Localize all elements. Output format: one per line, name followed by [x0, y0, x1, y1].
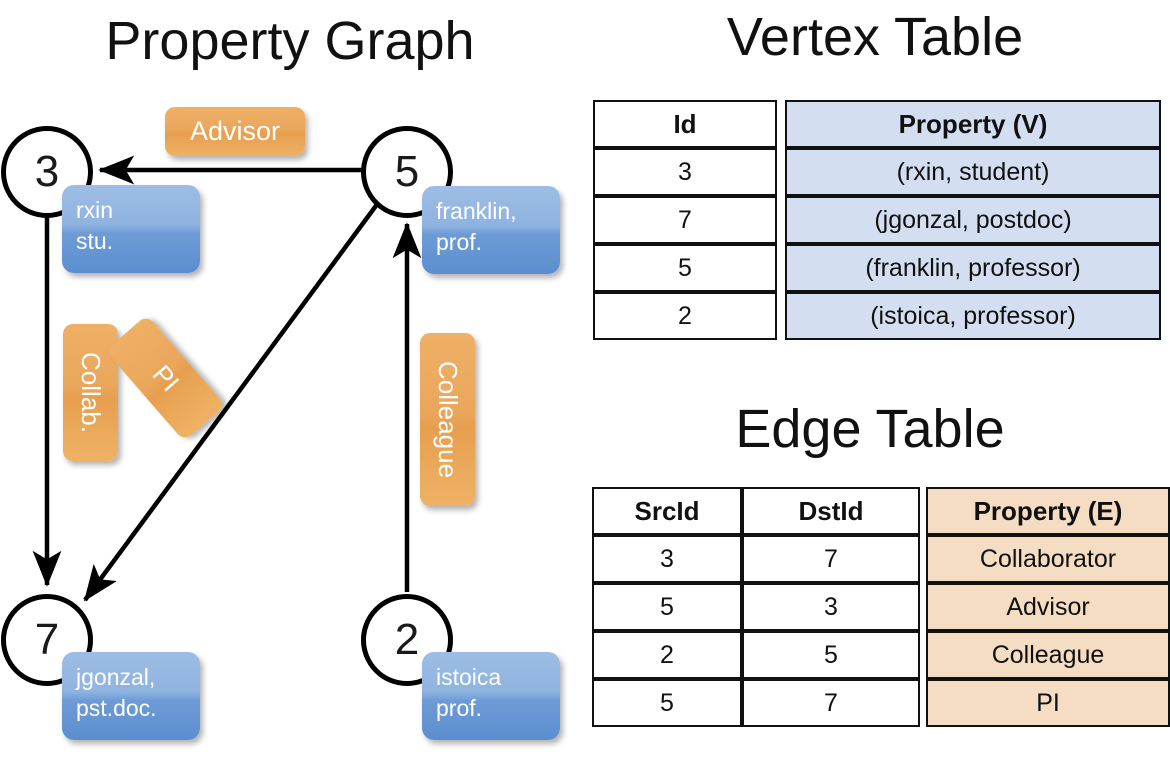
column-gap [920, 487, 926, 535]
table-row[interactable]: 3 7 Collaborator [592, 535, 1170, 583]
vertex-cell-property: (istoica, professor) [785, 292, 1161, 340]
vertex-property-box-istoica[interactable]: istoica prof. [422, 652, 560, 740]
edge-property-label: PI [146, 358, 186, 397]
vertex-property-line-2: prof. [436, 229, 483, 256]
vertex-table-header-property: Property (V) [785, 100, 1161, 148]
column-gap [777, 292, 785, 340]
vertex-property-line-1: rxin [76, 197, 114, 223]
vertex-table: Id Property (V) 3 (rxin, student) 7 (jgo… [593, 100, 1161, 340]
graph-node-5[interactable]: 5 [361, 126, 453, 218]
page-title-edge-table: Edge Table [735, 399, 1005, 459]
property-graph-diagram: 3 5 7 2 rxin stu. franklin, prof. jgonza… [0, 0, 580, 760]
table-row[interactable]: 2 (istoica, professor) [593, 292, 1161, 340]
graph-node-2[interactable]: 2 [361, 594, 453, 686]
edge-cell-dstid: 7 [742, 535, 920, 583]
vertex-cell-id: 3 [593, 148, 777, 196]
edge-cell-srcid: 5 [592, 679, 742, 727]
vertex-property-line-1: jgonzal, [76, 664, 156, 690]
vertex-property-line-2: stu. [76, 228, 114, 255]
table-header-row: Id Property (V) [593, 100, 1161, 148]
edge-table-header-dstid: DstId [742, 487, 920, 535]
vertex-cell-property: (rxin, student) [785, 148, 1161, 196]
vertex-property-box-franklin[interactable]: franklin, prof. [422, 186, 560, 274]
table-row[interactable]: 5 (franklin, professor) [593, 244, 1161, 292]
edge-cell-property: Collaborator [926, 535, 1170, 583]
edge-cell-srcid: 5 [592, 583, 742, 631]
edge-cell-property: PI [926, 679, 1170, 727]
vertex-property-box-rxin[interactable]: rxin stu. [62, 185, 200, 273]
column-gap [777, 148, 785, 196]
edge-table: SrcId DstId Property (E) 3 7 Collaborato… [592, 487, 1170, 727]
edge-cell-dstid: 3 [742, 583, 920, 631]
column-gap [920, 535, 926, 583]
edge-cell-property: Advisor [926, 583, 1170, 631]
edge-table-header-srcid: SrcId [592, 487, 742, 535]
column-gap [777, 196, 785, 244]
edge-cell-srcid: 2 [592, 631, 742, 679]
graph-edges-svg [32, 155, 422, 602]
column-gap [777, 244, 785, 292]
vertex-property-line-1: istoica [436, 664, 502, 690]
column-gap [920, 679, 926, 727]
vertex-property-line-1: franklin, [436, 198, 517, 224]
page-title-vertex-table: Vertex Table [726, 7, 1024, 67]
edge-property-box-colleague[interactable]: Colleague [420, 333, 475, 506]
table-header-row: SrcId DstId Property (E) [592, 487, 1170, 535]
edge-property-box-collab[interactable]: Collab. [63, 324, 118, 461]
vertex-table-header-id: Id [593, 100, 777, 148]
vertex-property-line-2: prof. [436, 695, 483, 722]
edge-property-label: Colleague [433, 360, 463, 479]
edge-property-label: Collab. [76, 352, 106, 433]
vertex-cell-id: 5 [593, 244, 777, 292]
vertex-property-line-2: pst.doc. [76, 695, 157, 722]
edge-property-box-advisor[interactable]: Advisor [165, 107, 305, 156]
edge-cell-dstid: 5 [742, 631, 920, 679]
page-title-property-graph: Property Graph [105, 11, 475, 71]
vertex-property-box-jgonzal[interactable]: jgonzal, pst.doc. [62, 652, 200, 740]
edge-table-header-property: Property (E) [926, 487, 1170, 535]
edge-cell-property: Colleague [926, 631, 1170, 679]
column-gap [920, 583, 926, 631]
edge-cell-dstid: 7 [742, 679, 920, 727]
vertex-cell-property: (franklin, professor) [785, 244, 1161, 292]
edge-5-to-7 [83, 201, 380, 602]
table-row[interactable]: 3 (rxin, student) [593, 148, 1161, 196]
table-row[interactable]: 5 3 Advisor [592, 583, 1170, 631]
column-gap [777, 100, 785, 148]
edge-cell-srcid: 3 [592, 535, 742, 583]
table-row[interactable]: 7 (jgonzal, postdoc) [593, 196, 1161, 244]
table-row[interactable]: 5 7 PI [592, 679, 1170, 727]
column-gap [920, 631, 926, 679]
vertex-cell-id: 7 [593, 196, 777, 244]
table-row[interactable]: 2 5 Colleague [592, 631, 1170, 679]
edge-property-label: Advisor [189, 116, 281, 146]
vertex-cell-property: (jgonzal, postdoc) [785, 196, 1161, 244]
vertex-cell-id: 2 [593, 292, 777, 340]
